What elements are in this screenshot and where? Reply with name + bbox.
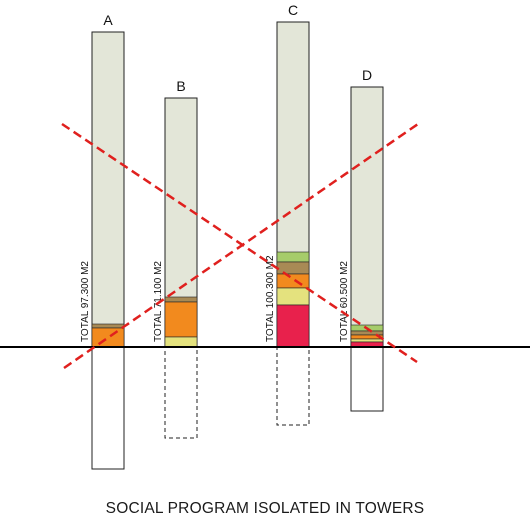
tower-d-below-ground	[350, 346, 384, 412]
tower-d: D TOTAL 60.500 M2	[339, 67, 384, 412]
tower-b-letter: B	[176, 78, 185, 94]
tower-d-letter: D	[362, 67, 372, 83]
diagram-caption: SOCIAL PROGRAM ISOLATED IN TOWERS	[105, 500, 425, 517]
tower-a-letter: A	[103, 12, 113, 28]
tower-c-below-ground	[276, 346, 310, 426]
tower-b: B TOTAL 71.100 M2	[153, 78, 198, 439]
tower-b-total-label: TOTAL 71.100 M2	[153, 261, 164, 342]
tower-c: C TOTAL 100.300 M2	[265, 2, 310, 426]
tower-c-program-green	[276, 251, 310, 263]
tower-b-program-yellow	[164, 336, 198, 348]
tower-a-above-ground	[91, 31, 125, 348]
tower-d-total-label: TOTAL 60.500 M2	[339, 261, 350, 342]
tower-d-program-olive	[350, 330, 384, 336]
tower-b-program-orange	[164, 301, 198, 338]
tower-a-program-olive	[91, 323, 125, 329]
tower-d-program-yellow	[350, 338, 384, 343]
tower-c-total-label: TOTAL 100.300 M2	[265, 255, 276, 342]
tower-d-above-ground	[350, 86, 384, 348]
tower-a: A TOTAL 97.300 M2	[80, 12, 125, 470]
tower-a-program-orange	[91, 327, 125, 348]
tower-c-program-yellow	[276, 287, 310, 306]
tower-a-below-ground	[91, 346, 125, 470]
tower-c-program-olive	[276, 261, 310, 275]
tower-b-program-olive	[164, 296, 198, 303]
tower-c-letter: C	[288, 2, 298, 18]
cross-line-ascending	[63, 122, 419, 370]
cross-line-descending	[61, 122, 418, 364]
tower-c-program-orange	[276, 273, 310, 289]
tower-b-below-ground	[164, 346, 198, 439]
tower-c-program-red	[276, 304, 310, 348]
tower-a-total-label: TOTAL 97.300 M2	[80, 261, 91, 342]
